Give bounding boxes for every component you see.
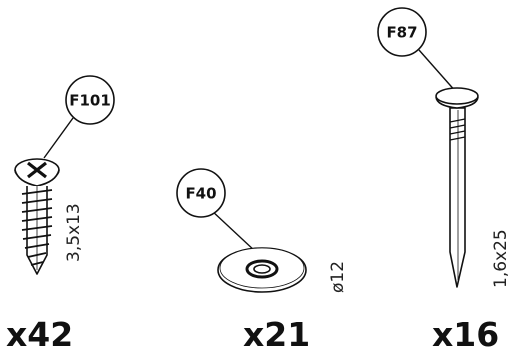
washer-quantity: x21 [243, 315, 310, 354]
part-screw: F101 3,5x13 x42 [6, 75, 115, 354]
part-washer: F40 ø12 x21 [176, 168, 348, 354]
nail-quantity: x16 [432, 315, 499, 354]
nail-callout: F87 [377, 7, 427, 57]
part-nail: F87 1,6x25 x16 [377, 7, 511, 354]
nail-callout-circle [377, 7, 427, 57]
screw-icon [14, 158, 60, 275]
nail-callout-label: F87 [386, 24, 417, 42]
nail-leader-line [418, 49, 458, 94]
screw-callout-label: F101 [69, 92, 111, 110]
washer-dimension-label: ø12 [328, 261, 348, 293]
washer-leader-line [210, 209, 257, 253]
washer-callout: F40 [176, 168, 226, 218]
nail-dimension-label: 1,6x25 [491, 229, 511, 288]
nail-icon [435, 87, 479, 288]
screw-callout-circle [65, 75, 115, 125]
screw-leader-line [43, 117, 74, 159]
washer-callout-label: F40 [185, 185, 216, 203]
screw-callout: F101 [65, 75, 115, 125]
washer-icon [217, 247, 307, 293]
screw-dimension-label: 3,5x13 [64, 203, 84, 262]
screw-quantity: x42 [6, 315, 73, 354]
washer-callout-circle [176, 168, 226, 218]
